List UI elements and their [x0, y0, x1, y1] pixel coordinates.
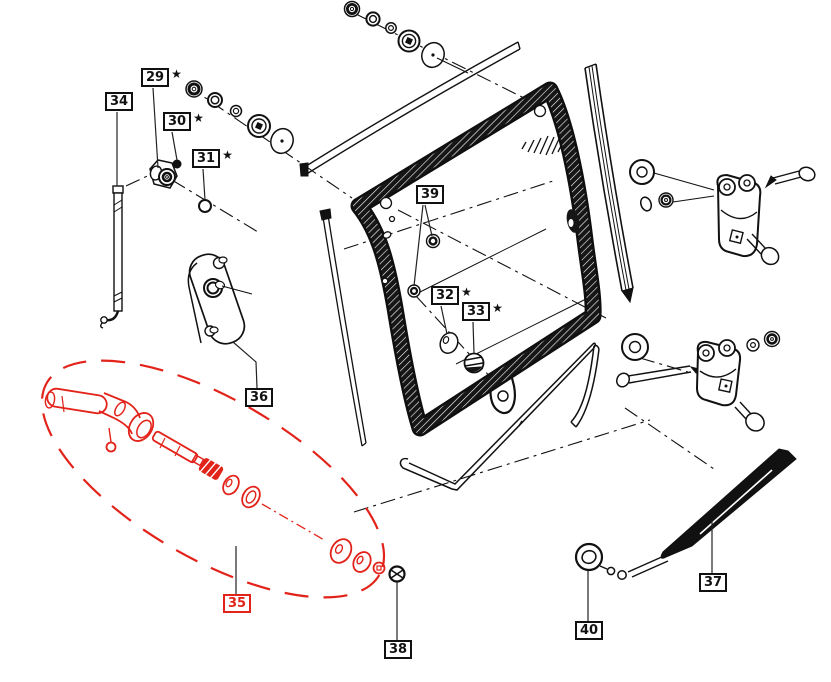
part-label-39[interactable]: 39 [416, 185, 445, 204]
corner-molding-strip [570, 344, 600, 428]
part-number: 32 [431, 286, 460, 305]
nut-30 [172, 159, 182, 169]
part-number: 37 [699, 573, 728, 592]
part-number: 34 [105, 92, 134, 111]
part-number: 40 [575, 621, 604, 640]
frame-holes [381, 215, 396, 285]
roof-trim-strip [299, 41, 521, 177]
part-number: 29 [141, 68, 170, 87]
pivot-bracket-29 [149, 159, 178, 189]
star-icon: ★ [222, 148, 233, 162]
screw-38 [388, 565, 406, 583]
grommets-39 [407, 233, 441, 298]
part-number: 31 [192, 149, 221, 168]
part-label-33[interactable]: 33★ [462, 301, 503, 321]
glass-reflection-lines [415, 228, 587, 365]
part-number: 33 [462, 302, 491, 321]
motor-bracket-36 [187, 253, 253, 345]
fastener-stack-top [343, 0, 469, 74]
part-label-30[interactable]: 30★ [163, 111, 204, 131]
part-number: 39 [416, 185, 445, 204]
fastener-stack-upper-left [185, 80, 294, 155]
part-label-29[interactable]: 29★ [141, 67, 182, 87]
part-label-36[interactable]: 36 [245, 388, 274, 407]
star-icon: ★ [492, 301, 503, 315]
leader-lines [116, 87, 713, 640]
grommet-33 [463, 352, 485, 374]
glass-hatch-marks [521, 135, 565, 156]
oring-31 [198, 199, 212, 213]
part-number: 30 [163, 112, 192, 131]
part-label-34[interactable]: 34 [105, 92, 134, 111]
hinge-notch-right [533, 104, 547, 118]
left-run-channel [319, 208, 367, 447]
wiper-arm-37 [599, 448, 797, 580]
part-label-32[interactable]: 32★ [431, 285, 472, 305]
star-icon: ★ [193, 111, 204, 125]
lower-hinge-assembly [615, 330, 781, 432]
crank-handle-assembly-35 [40, 359, 386, 599]
part-number: 38 [384, 640, 413, 659]
part-number: 35 [223, 594, 252, 613]
right-run-channel [584, 63, 634, 304]
part-number: 36 [245, 388, 274, 407]
hinge-notch-left [379, 196, 393, 210]
pivot-grommet-40 [574, 542, 604, 572]
upper-hinge-assembly [629, 159, 816, 266]
highlight-ellipse [40, 359, 386, 599]
part-label-31[interactable]: 31★ [192, 148, 233, 168]
part-label-35-highlighted[interactable]: 35 [223, 594, 252, 613]
support-rod-34 [100, 185, 124, 329]
part-label-37[interactable]: 37 [699, 573, 728, 592]
washer-32 [439, 332, 459, 354]
window-frame [350, 81, 602, 437]
part-label-38[interactable]: 38 [384, 640, 413, 659]
part-label-40[interactable]: 40 [575, 621, 604, 640]
star-icon: ★ [461, 285, 472, 299]
star-icon: ★ [171, 67, 182, 81]
